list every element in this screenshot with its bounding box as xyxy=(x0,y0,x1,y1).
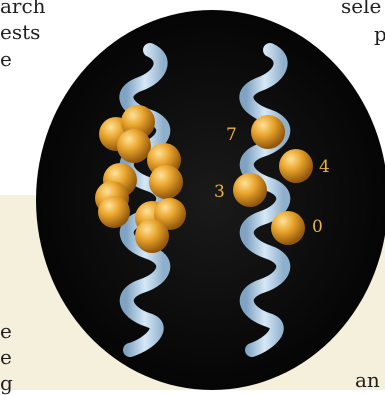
residue-sphere xyxy=(149,165,183,199)
residue-sphere-3 xyxy=(233,173,267,207)
residue-sphere xyxy=(98,196,130,228)
residue-label-0: 0 xyxy=(312,217,323,237)
residue-sphere-0 xyxy=(271,211,305,245)
left-helix-ribbon xyxy=(126,50,163,350)
residue-sphere-4 xyxy=(279,149,313,183)
residue-label-7: 7 xyxy=(226,125,237,145)
residue-label-4: 4 xyxy=(319,157,330,177)
residue-sphere xyxy=(117,129,151,163)
residue-sphere-7 xyxy=(251,115,285,149)
residue-sphere xyxy=(135,219,169,253)
residue-label-3: 3 xyxy=(214,182,225,202)
